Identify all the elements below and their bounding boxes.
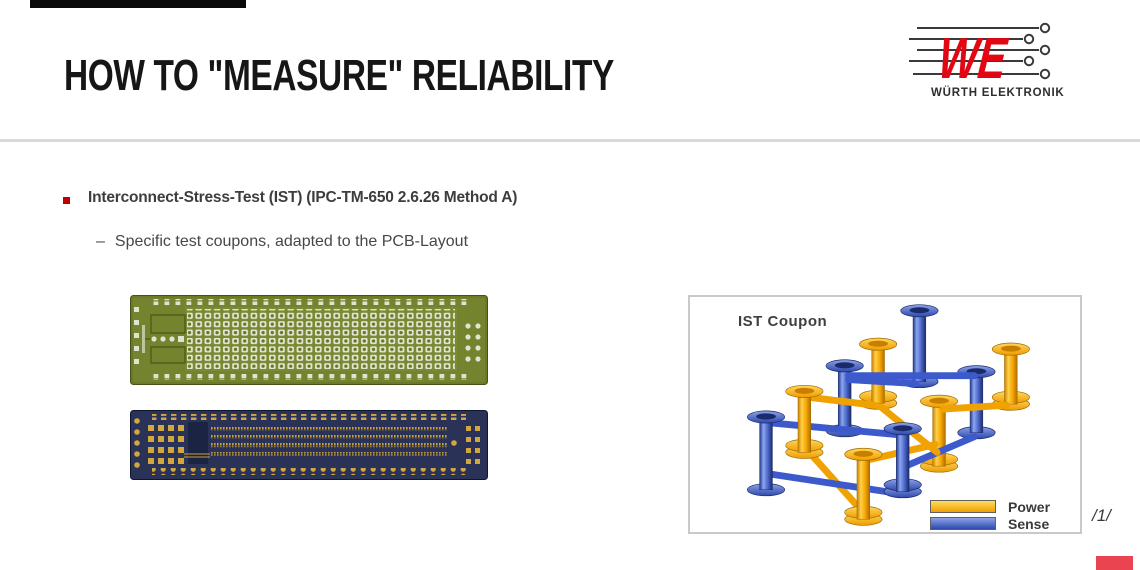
page-number: /1/ [1092, 506, 1111, 525]
sub-bullet-text: Specific test coupons, adapted to the PC… [114, 233, 469, 250]
we-logo-initials: WE [936, 25, 1012, 90]
sub-bullet-dash: – [96, 233, 105, 250]
sub-bullet: – Specific test coupons, adapted to the … [96, 233, 468, 251]
diagram-legend: Power Sense [930, 498, 1050, 532]
bullet-marker [63, 197, 70, 204]
sense-swatch [930, 517, 996, 530]
we-logo: WE WÜRTH ELEKTRONIK [903, 22, 1075, 102]
ist-coupon-diagram: IST Coupon Power Sense [688, 295, 1082, 534]
coupon-photo-green [130, 295, 488, 385]
we-logo-name: WÜRTH ELEKTRONIK [931, 86, 1065, 99]
legend-row-sense: Sense [930, 515, 1050, 532]
we-logo-graphic: WE WÜRTH ELEKTRONIK [909, 22, 1065, 99]
legend-row-power: Power [930, 498, 1050, 515]
title-divider [0, 139, 1140, 142]
bottom-red-accent [1096, 556, 1133, 570]
top-black-bar [30, 0, 246, 8]
power-label: Power [1008, 498, 1051, 515]
diagram-title: IST Coupon [738, 313, 828, 330]
bullet-text: Interconnect-Stress-Test (IST) (IPC-TM-6… [88, 189, 518, 206]
page-title: HOW TO "MEASURE" RELIABILITY [64, 51, 614, 100]
power-swatch [930, 500, 996, 513]
ist-coupon-3d-graphic [746, 304, 1030, 526]
coupon-photo-dark [130, 410, 488, 480]
sense-label: Sense [1008, 515, 1050, 532]
